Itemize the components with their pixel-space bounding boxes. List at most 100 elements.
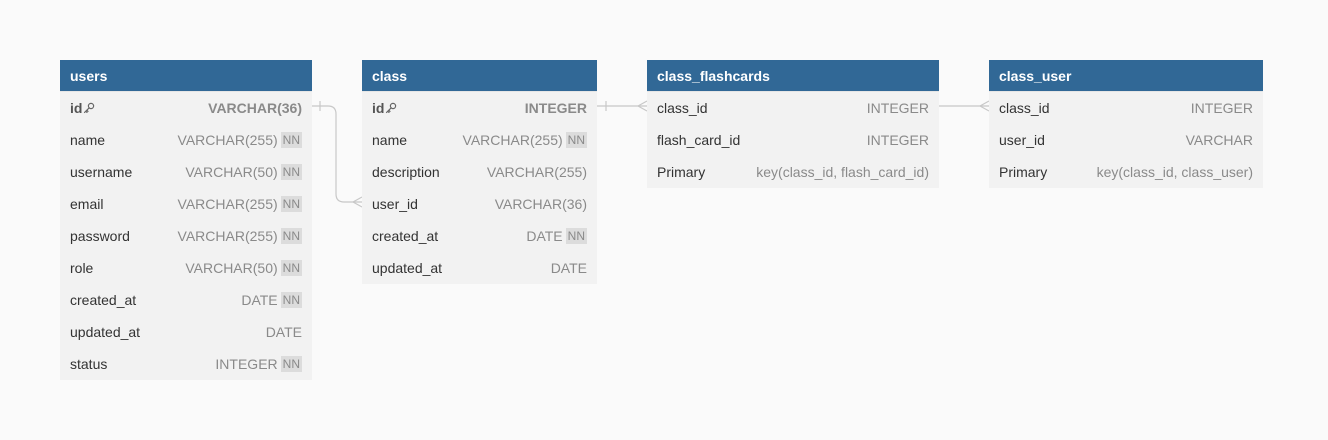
field-type: key(class_id, flash_card_id) — [756, 164, 929, 180]
not-null-badge: NN — [565, 132, 587, 148]
field-type: DATE — [265, 324, 302, 340]
field-type-group: VARCHAR(255)NN — [178, 228, 302, 244]
field-row[interactable]: role VARCHAR(50)NN — [60, 252, 312, 284]
field-row[interactable]: id INTEGER — [362, 92, 597, 124]
field-type: DATE — [241, 292, 278, 308]
field-type-group: INTEGER — [867, 132, 929, 148]
field-type: VARCHAR(255) — [486, 164, 587, 180]
table-header[interactable]: class_flashcards — [647, 60, 939, 92]
field-name: Primary — [657, 164, 705, 180]
field-row[interactable]: Primary key(class_id, class_user) — [989, 156, 1263, 188]
field-type-group: VARCHAR(255)NN — [178, 132, 302, 148]
field-type-group: VARCHAR(36) — [495, 196, 587, 212]
field-type: VARCHAR(50) — [185, 260, 278, 276]
field-name: updated_at — [372, 260, 442, 276]
not-null-badge: NN — [280, 196, 302, 212]
relation-users-class — [312, 101, 363, 208]
field-row[interactable]: username VARCHAR(50)NN — [60, 156, 312, 188]
not-null-badge: NN — [280, 228, 302, 244]
table-header[interactable]: users — [60, 60, 312, 92]
field-name: user_id — [372, 196, 418, 212]
field-type-group: key(class_id, class_user) — [1097, 164, 1253, 180]
field-name-text: name — [372, 132, 408, 148]
field-name-text: name — [70, 132, 106, 148]
field-row[interactable]: name VARCHAR(255)NN — [60, 124, 312, 156]
field-type: VARCHAR(36) — [208, 100, 302, 116]
field-type-group: INTEGER — [867, 100, 929, 116]
field-type: INTEGER — [524, 100, 587, 116]
field-name-text: Primary — [657, 164, 706, 180]
field-name: class_id — [657, 100, 708, 116]
field-name-text: created_at — [70, 292, 137, 308]
field-name: name — [70, 132, 105, 148]
field-name: status — [70, 356, 107, 372]
field-name: created_at — [372, 228, 438, 244]
field-name-text: flash_card_id — [657, 132, 741, 148]
field-type: INTEGER — [215, 356, 278, 372]
field-name-text: id — [70, 100, 83, 116]
field-name-text: email — [70, 196, 104, 212]
field-row[interactable]: Primary key(class_id, flash_card_id) — [647, 156, 939, 188]
table-header[interactable]: class — [362, 60, 597, 92]
field-type-group: INTEGER — [525, 100, 587, 116]
field-type-group: VARCHAR(255) — [487, 164, 587, 180]
field-type: INTEGER — [1190, 100, 1253, 116]
field-name: flash_card_id — [657, 132, 740, 148]
field-row[interactable]: id VARCHAR(36) — [60, 92, 312, 124]
field-type: VARCHAR(50) — [185, 164, 278, 180]
field-type-group: VARCHAR(50)NN — [185, 164, 302, 180]
field-type-group: VARCHAR(255)NN — [178, 196, 302, 212]
field-type: key(class_id, class_user) — [1096, 164, 1253, 180]
table-header[interactable]: class_user — [989, 60, 1263, 92]
field-name-text: role — [70, 260, 94, 276]
field-name-text: id — [372, 100, 385, 116]
key-icon — [386, 102, 397, 114]
field-row[interactable]: user_id VARCHAR — [989, 124, 1263, 156]
field-row[interactable]: class_id INTEGER — [647, 92, 939, 124]
field-row[interactable]: email VARCHAR(255)NN — [60, 188, 312, 220]
field-row[interactable]: name VARCHAR(255)NN — [362, 124, 597, 156]
field-name: role — [70, 260, 93, 276]
not-null-badge: NN — [565, 228, 587, 244]
field-name: user_id — [999, 132, 1045, 148]
field-name: Primary — [999, 164, 1047, 180]
key-icon — [84, 102, 95, 114]
field-type-group: key(class_id, flash_card_id) — [756, 164, 929, 180]
field-type-group: VARCHAR(50)NN — [185, 260, 302, 276]
field-row[interactable]: updated_at DATE — [362, 252, 597, 284]
field-row[interactable]: flash_card_id INTEGER — [647, 124, 939, 156]
field-row[interactable]: user_id VARCHAR(36) — [362, 188, 597, 220]
field-name: description — [372, 164, 440, 180]
field-name-text: class_id — [657, 100, 708, 116]
field-type: VARCHAR(255) — [462, 132, 563, 148]
field-type: INTEGER — [866, 132, 929, 148]
field-type: VARCHAR(255) — [177, 196, 278, 212]
field-type: DATE — [550, 260, 587, 276]
field-type-group: VARCHAR — [1186, 132, 1253, 148]
field-name-text: username — [70, 164, 133, 180]
field-type: INTEGER — [866, 100, 929, 116]
field-row[interactable]: description VARCHAR(255) — [362, 156, 597, 188]
field-name-text: description — [372, 164, 440, 180]
field-name: username — [70, 164, 132, 180]
relation-class-flashcards — [597, 100, 648, 112]
field-name: name — [372, 132, 407, 148]
field-name-text: updated_at — [372, 260, 443, 276]
field-type: VARCHAR(255) — [177, 228, 278, 244]
field-name-text: user_id — [999, 132, 1045, 148]
field-type-group: DATE — [266, 324, 302, 340]
